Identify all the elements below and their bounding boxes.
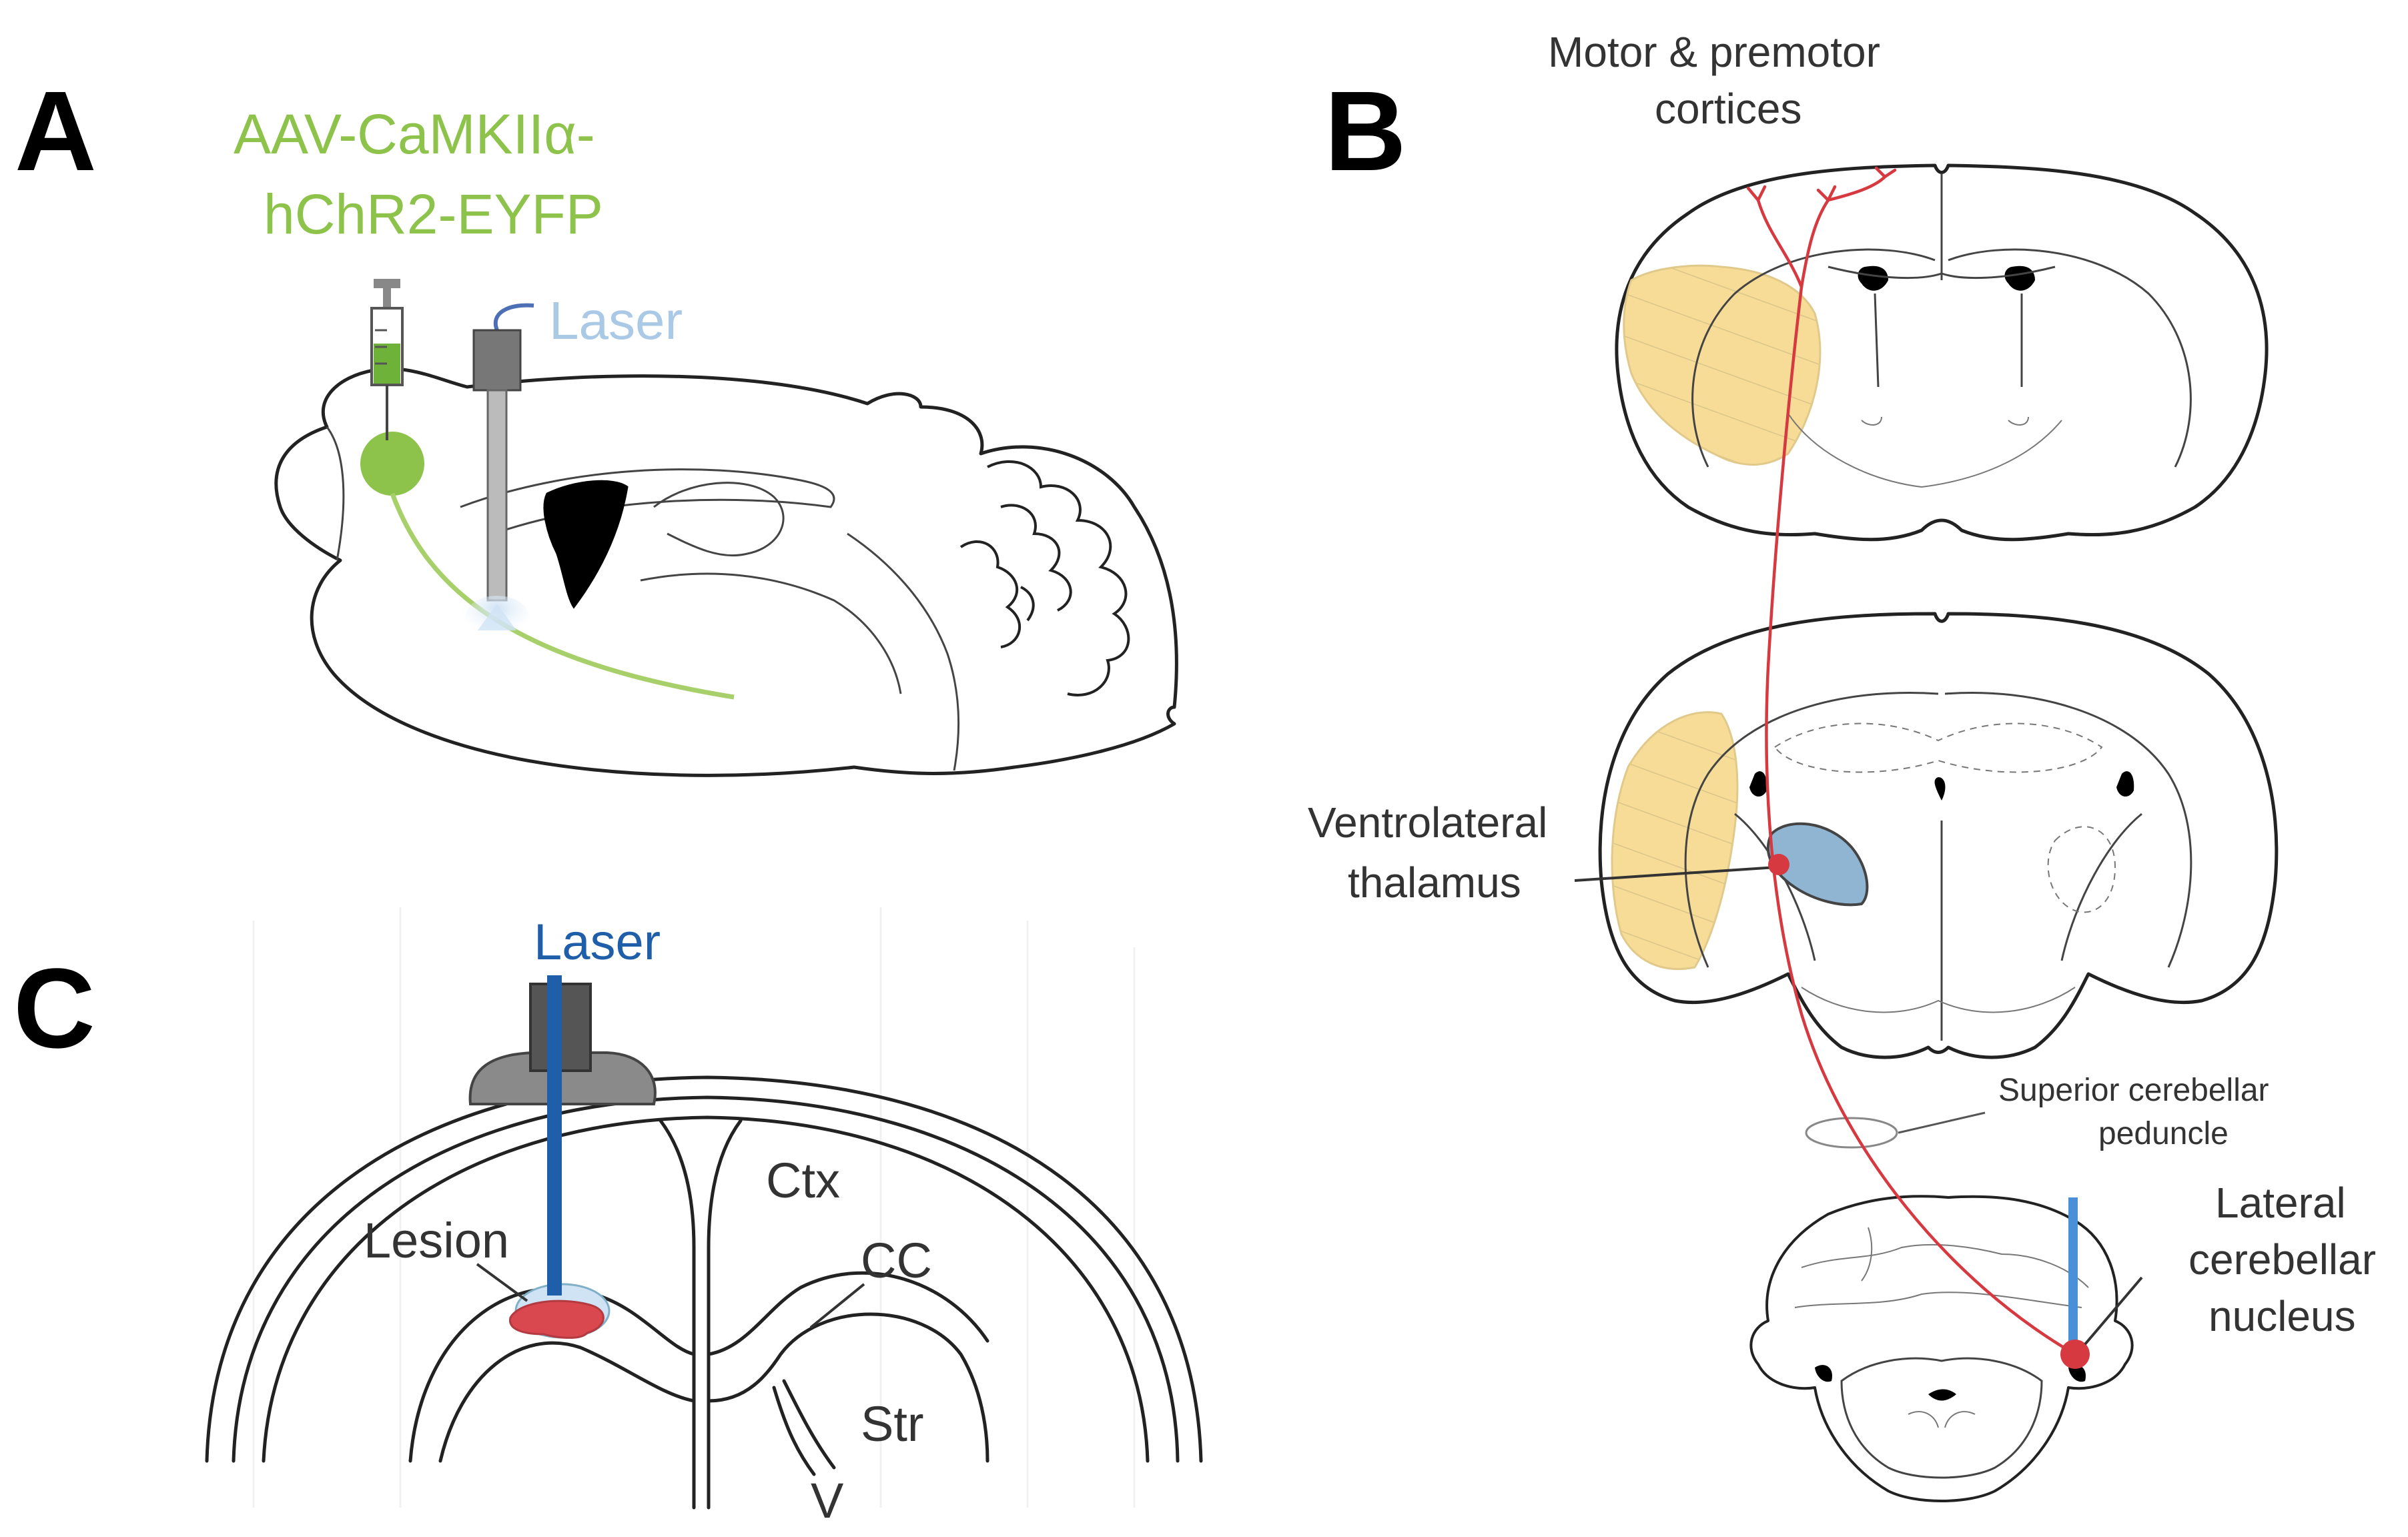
third-ventricle — [1934, 777, 1946, 801]
thalamus-pointer — [1574, 866, 1777, 882]
fourth-ventricle — [1928, 1389, 1956, 1401]
laser-label-a: Laser — [549, 291, 683, 350]
lesion-pointer — [476, 1263, 528, 1302]
thalamus-label-line1: Ventrolateral — [1308, 799, 1547, 847]
cc-label: CC — [861, 1233, 932, 1288]
ctx-label: Ctx — [766, 1153, 840, 1208]
optic-fiber-icon — [465, 303, 534, 638]
cortex-label-line1: Motor & premotor — [1548, 28, 1880, 76]
motor-cortex-top — [1623, 264, 1822, 466]
nucleus-label-line1: Lateral — [2215, 1179, 2346, 1227]
virus-label-line2: hChR2-EYFP — [264, 183, 603, 245]
cerebellar-section — [1749, 1195, 2143, 1502]
laser-label-c: Laser — [534, 914, 661, 971]
coronal-middle-outline — [1598, 612, 2279, 1059]
ventricle-v — [772, 1386, 816, 1476]
frontal-sulcus — [326, 426, 345, 561]
sagittal-brain-outline — [274, 367, 1178, 777]
coronal-section-top — [1615, 163, 2269, 542]
skull-inner — [232, 1095, 1180, 1463]
cc-pointer — [809, 1283, 865, 1329]
cerebellar-folia — [1794, 1227, 2089, 1308]
lesion-area — [509, 1300, 605, 1339]
skull-outer — [205, 1075, 1203, 1463]
brainstem-detail — [1908, 1411, 1976, 1428]
middle-ventricle-left — [1749, 771, 1767, 797]
right-thalamus-dashed — [2047, 826, 2116, 913]
top-ventricle-left-tail — [1874, 293, 1880, 388]
cb-ventricle-left — [1815, 1365, 1832, 1382]
virus-label-line1: AAV-CaMKIIα- — [234, 103, 595, 165]
top-cc — [1828, 266, 2056, 280]
corpus-callosum — [460, 468, 835, 535]
panel-c-letter: C — [13, 945, 95, 1072]
pathway-tuft-left — [1746, 185, 1767, 202]
peduncle-label-line1: Superior cerebellar — [1998, 1073, 2269, 1108]
panel-c: C Laser Lesion — [13, 907, 1203, 1528]
str-label: Str — [861, 1396, 924, 1452]
lateral-ventricle — [543, 480, 629, 609]
brainstem-inner — [1840, 1357, 2043, 1479]
brainstem-contour — [847, 532, 960, 771]
hippocampus-contour — [653, 482, 785, 557]
midline-right — [707, 1119, 743, 1510]
panel-b: B Motor & premotor cortices — [1308, 28, 2376, 1502]
pathway-branch-right — [1826, 175, 1887, 202]
internal-capsule-right — [2060, 813, 2142, 961]
corpus-callosum-lower — [438, 1341, 696, 1463]
thalamus-contour — [640, 572, 902, 694]
corpus-callosum-c-right — [707, 1271, 989, 1356]
cerebellothalamocortical-pathway — [1746, 166, 2077, 1356]
cerebellar-laser-fiber — [2068, 1197, 2078, 1348]
top-section-nucleus — [1861, 416, 2029, 426]
pathway-branch-left — [1756, 198, 1803, 289]
corpus-callosum-lower-right — [707, 1312, 989, 1463]
top-section-striatum — [1787, 413, 2062, 488]
panel-a-letter: A — [15, 68, 97, 195]
peduncle-pointer — [1898, 1111, 1986, 1134]
nucleus-label-line3: nucleus — [2209, 1292, 2356, 1340]
ventricle-v2 — [782, 1379, 836, 1470]
top-section-cortex-inner — [1691, 248, 1936, 468]
nucleus-pointer — [2084, 1276, 2143, 1346]
peduncle-label-line2: peduncle — [2098, 1116, 2229, 1151]
coronal-section-middle — [1574, 612, 2279, 1059]
injection-site — [360, 432, 424, 496]
v-label: V — [811, 1473, 844, 1528]
cerebellar-outline — [1749, 1195, 2134, 1502]
middle-cortex-inner — [1684, 692, 1939, 968]
top-ventricle-left — [1858, 266, 1888, 291]
pathway-main — [1765, 198, 2077, 1356]
peduncle-outline — [1805, 1117, 1898, 1149]
middle-ventricle-right — [2116, 771, 2134, 797]
pathway-tuft-right — [1874, 166, 1897, 179]
cb-ventricle-right — [2068, 1365, 2086, 1382]
pathway-tuft-mid — [1816, 185, 1837, 202]
cerebellum-folia — [959, 460, 1130, 696]
thalamus-label-line2: thalamus — [1348, 859, 1521, 907]
panel-a: A AAV-CaMKIIα- hChR2-EYFP — [15, 68, 1178, 777]
hippocampus-dashed — [1773, 722, 2103, 773]
panel-b-letter: B — [1324, 68, 1407, 195]
midline — [659, 1119, 696, 1510]
middle-cortex-bottom — [1801, 987, 2076, 1013]
nucleus-label-line2: cerebellar — [2188, 1235, 2376, 1284]
laser-fiber — [547, 975, 562, 1296]
cortex-surface — [262, 1115, 1150, 1463]
middle-cortex-inner-right — [1944, 692, 2192, 968]
top-section-cortex-inner-right — [1948, 248, 2192, 468]
cortex-label-line2: cortices — [1655, 85, 1802, 133]
lesion-label: Lesion — [364, 1213, 509, 1268]
syringe-icon — [370, 279, 404, 440]
